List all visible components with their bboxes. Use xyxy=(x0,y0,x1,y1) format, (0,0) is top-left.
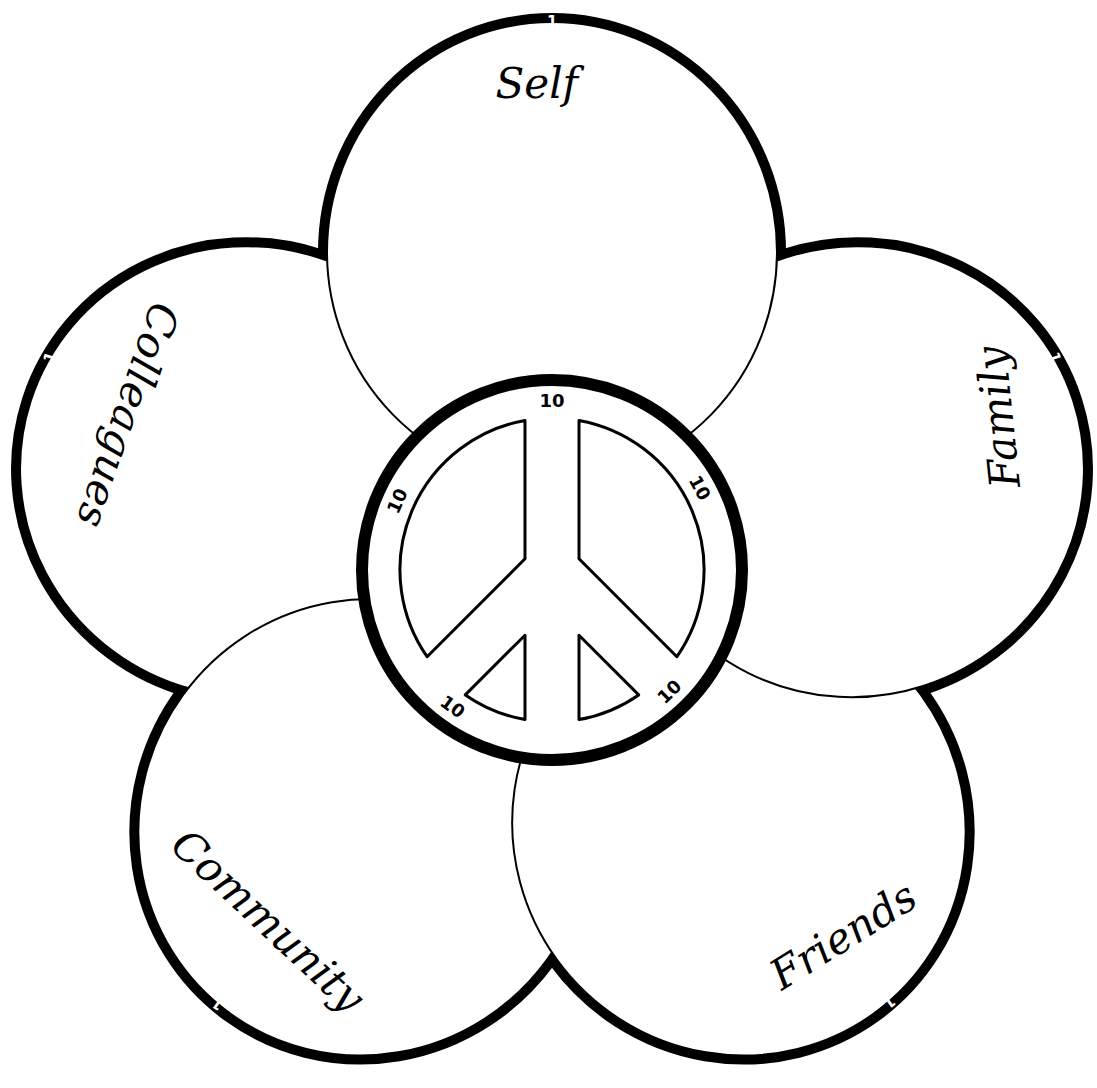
peace-segment xyxy=(579,420,704,656)
peace-segment xyxy=(465,635,525,719)
center-number: 10 xyxy=(540,392,565,410)
peace-sign xyxy=(400,420,704,719)
center-circle xyxy=(362,380,742,760)
petal-node: Self xyxy=(496,61,579,107)
peace-segment xyxy=(579,635,639,719)
peace-segment xyxy=(400,420,525,656)
petal-label: Self xyxy=(496,61,579,107)
petal-number: 1 xyxy=(547,15,557,30)
